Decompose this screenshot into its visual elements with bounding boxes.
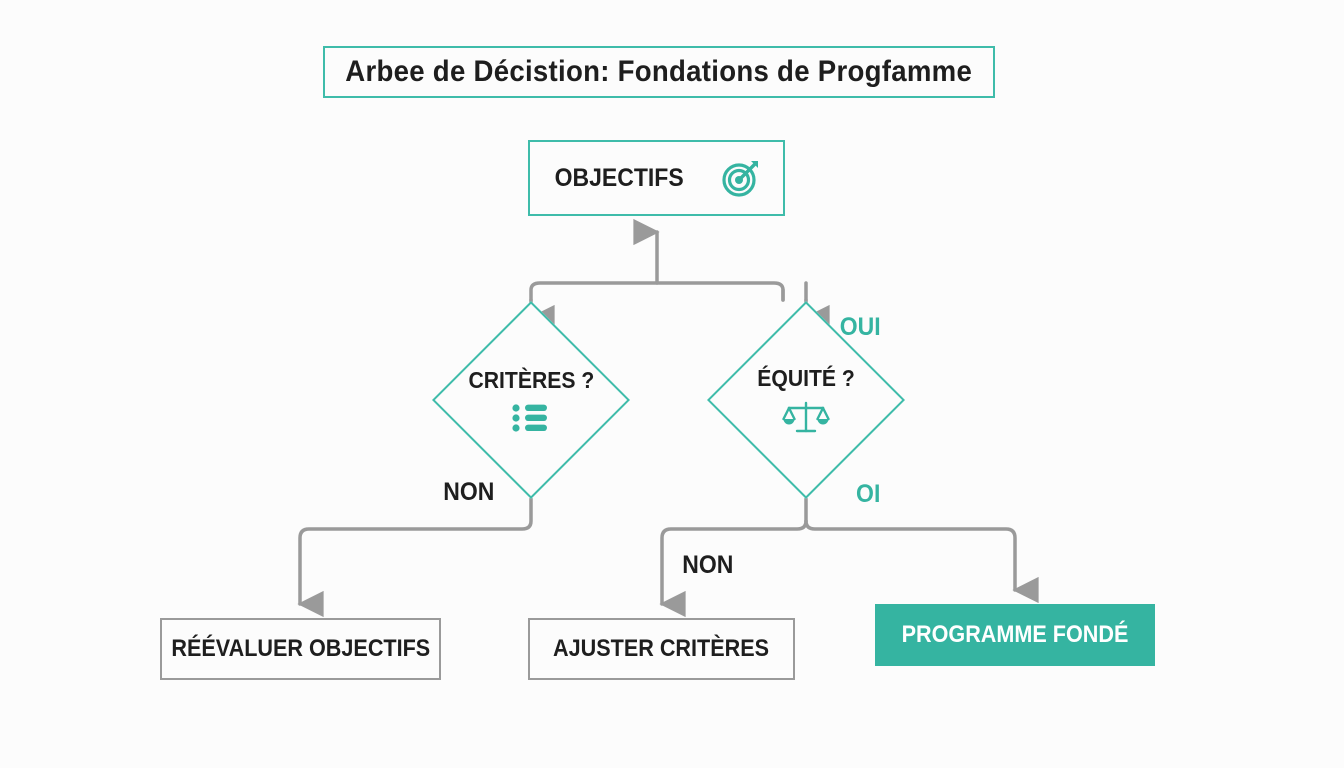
node-criteres[interactable]: CRITÈRES ?	[432, 301, 630, 499]
node-programme-fonde[interactable]: PROGRAMME FONDÉ	[875, 604, 1155, 666]
edge-label-oui-bottom: OI	[856, 480, 881, 508]
node-reevaluer-objectifs[interactable]: RÉÉVALUER OBJECTIFS	[160, 618, 441, 680]
target-icon	[718, 155, 764, 201]
edge-label-oui-top: OUI	[839, 313, 881, 341]
edge-criteres-non	[297, 497, 533, 618]
node-objectifs[interactable]: OBJECTIFS	[528, 140, 785, 216]
node-objectifs-label: OBJECTIFS	[554, 163, 685, 192]
edge-root-split	[529, 281, 785, 302]
node-equite[interactable]: ÉQUITÉ ?	[707, 301, 905, 499]
edge-label-non-criteres: NON	[443, 478, 495, 506]
scales-icon	[782, 400, 830, 436]
bullet-list-icon	[511, 402, 551, 434]
diagram-title-box: Arbee de Décistion: Fondations de Progfa…	[323, 46, 995, 98]
node-ajuster-criteres-label: AJUSTER CRITÈRES	[553, 635, 770, 662]
page-title: Arbee de Décistion: Fondations de Progfa…	[345, 55, 973, 88]
node-reevaluer-objectifs-label: RÉÉVALUER OBJECTIFS	[171, 635, 430, 662]
node-programme-fonde-label: PROGRAMME FONDÉ	[901, 621, 1129, 648]
node-criteres-label: CRITÈRES ?	[468, 366, 594, 393]
node-ajuster-criteres[interactable]: AJUSTER CRITÈRES	[528, 618, 795, 680]
edge-equite-oui	[804, 519, 1039, 604]
node-equite-label: ÉQUITÉ ?	[757, 364, 855, 391]
edge-label-non-equite: NON	[682, 551, 734, 579]
